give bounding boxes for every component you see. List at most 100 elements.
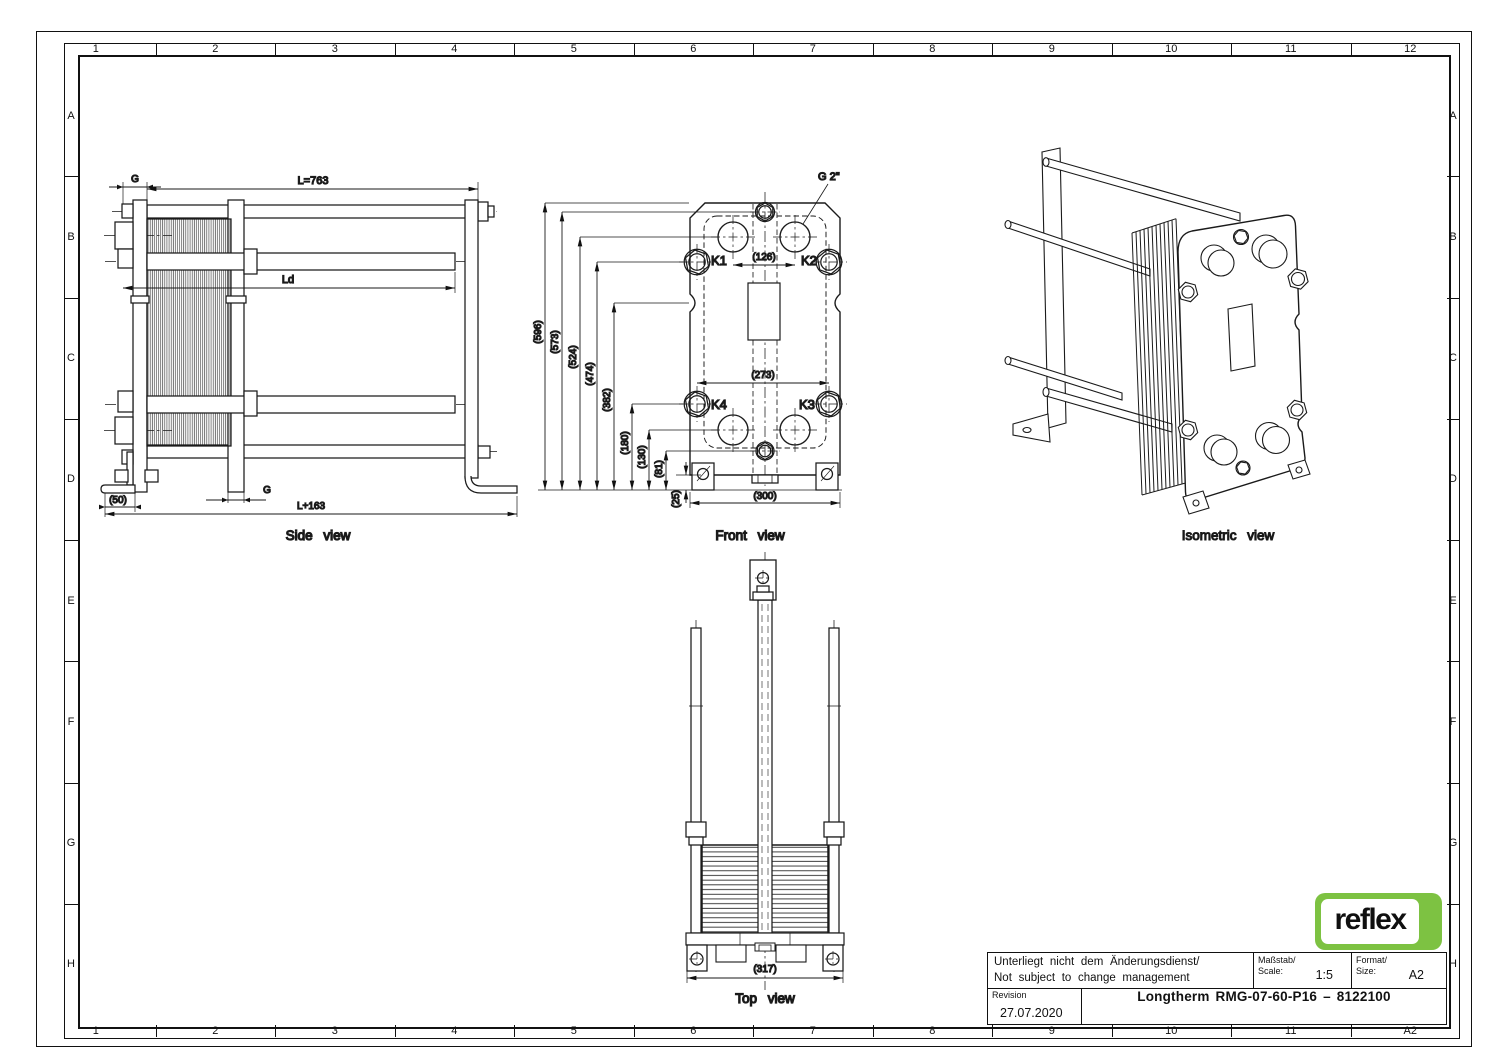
grid-row-label: C — [67, 352, 75, 365]
port-k2: K2 — [801, 253, 817, 268]
dim-524: (524) — [568, 345, 579, 368]
grid-row-label: F — [1449, 715, 1457, 728]
grid-row-label: B — [1449, 230, 1457, 243]
grid-col-label: 9 — [1048, 1025, 1055, 1037]
grid-row-label: H — [1449, 958, 1457, 971]
grid-col-label: 3 — [331, 43, 338, 55]
grid-tick — [64, 418, 78, 420]
grid-row-label: G — [1448, 837, 1458, 850]
grid-tick — [1447, 540, 1459, 542]
grid-row-label: D — [67, 473, 75, 486]
grid-tick — [64, 176, 78, 178]
grid-row-label: H — [67, 958, 75, 971]
front-view-label: Front view — [715, 528, 785, 543]
grid-tick — [275, 1025, 277, 1037]
grid-tick — [64, 903, 78, 905]
scale-cell: Maßstab/ Scale: 1:5 — [1253, 953, 1351, 988]
grid-tick — [275, 43, 277, 55]
grid-col-label: 8 — [929, 1025, 936, 1037]
dim-ld: Ld — [282, 274, 294, 286]
format-value: A2 — [1408, 968, 1424, 982]
drawing-title-cell: Longtherm RMG-07-60-P16 – 8122100 — [1081, 989, 1446, 1025]
disclaimer-en: Not subject to change management — [994, 971, 1190, 984]
port-crosshairs — [711, 215, 817, 452]
grid-row-label: E — [67, 594, 75, 607]
dim-130: (130) — [637, 445, 648, 468]
grid-col-label: 11 — [1285, 43, 1297, 55]
scale-label-de: Maßstab/ — [1258, 955, 1296, 965]
dim-317: (317) — [753, 964, 776, 975]
dim-573: (573) — [550, 330, 561, 353]
iso-view-label: Isometric view — [1182, 528, 1275, 543]
dim-180: (180) — [620, 431, 631, 454]
dim-382: (382) — [602, 388, 613, 411]
inner-frame — [78, 55, 1451, 1029]
side-view: G L=763 Ld G (50) L+163 Side view — [99, 173, 518, 544]
grid-col-label: 8 — [929, 43, 936, 55]
grid-tick — [64, 661, 78, 663]
grid-tick — [1447, 782, 1459, 784]
grid-col-label: 1 — [92, 1025, 99, 1037]
grid-tick — [64, 540, 78, 542]
grid-tick — [753, 1025, 755, 1037]
grid-row-label: C — [1449, 352, 1457, 365]
reflex-logo: reflex — [1315, 893, 1442, 950]
disclaimer-cell: Unterliegt nicht dem Änderungsdienst/ No… — [988, 953, 1253, 988]
grid-tick — [514, 1025, 516, 1037]
grid-col-label: 12 — [1404, 43, 1417, 55]
grid-row-label: F — [67, 715, 75, 728]
grid-col-label: 1 — [92, 43, 99, 55]
dim-300: (300) — [753, 491, 776, 502]
grid-tick — [1447, 903, 1459, 905]
grid-tick — [1447, 176, 1459, 178]
grid-row-label: G — [66, 837, 76, 850]
grid-tick — [394, 1025, 396, 1037]
front-h-dims — [689, 262, 841, 508]
grid-col-label: 9 — [1048, 43, 1055, 55]
front-view: G 2" K1 K2 K4 K3 (126) (273) (300) — [532, 170, 847, 544]
grid-tick — [394, 43, 396, 55]
grid-col-label: 2 — [212, 1025, 219, 1037]
grid-tick — [1111, 43, 1113, 55]
grid-col-label: 10 — [1165, 43, 1178, 55]
revision-label: Revision — [992, 990, 1027, 1000]
dim-126: (126) — [752, 252, 775, 263]
format-label-en: Size: — [1356, 965, 1377, 976]
grid-col-label: A2 — [1403, 1025, 1417, 1037]
drawing-title: Longtherm RMG-07-60-P16 – 8122100 — [1137, 989, 1391, 1004]
grid-tick — [1111, 1025, 1113, 1037]
grid-tick — [1231, 43, 1233, 55]
grid-col-label: 5 — [570, 43, 577, 55]
dim-596: (596) — [533, 320, 544, 343]
grid-tick — [872, 1025, 874, 1037]
grid-tick — [155, 43, 157, 55]
grid-col-label: 10 — [1165, 1025, 1178, 1037]
side-view-label: Side view — [286, 528, 351, 543]
grid-col-label: 4 — [451, 1025, 458, 1037]
grid-tick — [1231, 1025, 1233, 1037]
title-block: Unterliegt nicht dem Änderungsdienst/ No… — [987, 952, 1447, 1025]
scale-value: 1:5 — [1315, 968, 1333, 982]
side-dim-lines — [99, 184, 517, 517]
grid-col-label: 11 — [1285, 1025, 1297, 1037]
format-label-de: Format/ — [1356, 955, 1388, 965]
grid-tick — [1350, 43, 1352, 55]
outer-border — [36, 31, 1472, 1047]
revision-cell: Revision 27.07.2020 — [988, 989, 1081, 1025]
side-extension-lines — [104, 182, 518, 517]
scale-label-en: Scale: — [1258, 965, 1284, 976]
reflex-logo-text: reflex — [1334, 903, 1407, 936]
grid-tick — [155, 1025, 157, 1037]
dim-50: (50) — [109, 495, 127, 506]
grid-col-label: 7 — [809, 1025, 816, 1037]
grid-tick — [872, 43, 874, 55]
port-k1: K1 — [711, 253, 727, 268]
grid-col-label: 6 — [690, 43, 697, 55]
grid-col-label: 6 — [690, 1025, 697, 1037]
grid-tick — [633, 43, 635, 55]
dim-273: (273) — [751, 370, 774, 381]
grid-row-label: D — [1449, 473, 1457, 486]
grid-col-label: 3 — [331, 1025, 338, 1037]
dim-25-lines — [676, 462, 701, 503]
